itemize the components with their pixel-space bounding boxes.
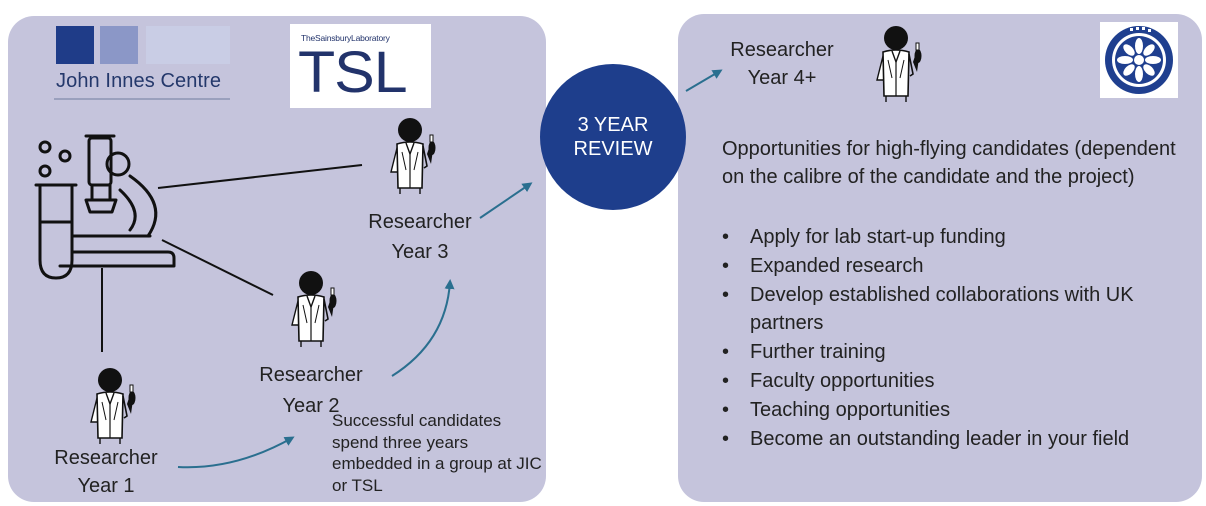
researcher-icon-year4 — [876, 25, 923, 103]
year4-role: Researcher — [730, 39, 834, 61]
year4-year: Year 4+ — [747, 67, 817, 89]
opportunity-item: Apply for lab start-up funding — [722, 223, 1202, 252]
researcher-icon-year3 — [390, 117, 437, 195]
opportunity-item: Develop established collaborations with … — [722, 281, 1202, 339]
connector-line-year3 — [157, 164, 363, 189]
year1-label: Researcher Year 1 — [36, 446, 176, 498]
year3-label: Researcher Year 3 — [350, 210, 490, 264]
tsl-small-text: TheSainsburyLaboratory — [301, 33, 390, 43]
arrow-year3-to-review — [479, 182, 533, 219]
microscope-icon — [34, 134, 176, 280]
cas-seal-icon — [1105, 26, 1173, 94]
arrow-year2-to-year3 — [391, 279, 455, 377]
cas-logo — [1100, 22, 1178, 98]
year4-label: Researcher Year 4+ — [712, 38, 852, 90]
year1-role: Researcher — [54, 447, 158, 469]
opportunity-item: Faculty opportunities — [722, 367, 1202, 396]
tsl-logo: TheSainsburyLaboratory TSL — [290, 24, 431, 108]
opportunity-item: Become an outstanding leader in your fie… — [722, 425, 1202, 454]
jic-name: John Innes Centre — [56, 70, 222, 92]
year3-role: Researcher — [368, 211, 472, 233]
embed-note: Successful candidates spend three years … — [332, 411, 542, 495]
year1-year: Year 1 — [77, 475, 135, 497]
review-line1: 3 YEAR — [577, 114, 649, 136]
opportunities-list: Apply for lab start-up funding Expanded … — [722, 223, 1202, 453]
review-line2: REVIEW — [573, 138, 653, 160]
year3-year: Year 3 — [391, 241, 449, 263]
opportunities-intro: Opportunities for high-flying candidates… — [722, 138, 1176, 188]
researcher-icon-year1 — [90, 367, 137, 445]
year2-year: Year 2 — [282, 395, 340, 417]
year2-role: Researcher — [259, 364, 363, 386]
arrow-year1-to-year2 — [177, 436, 295, 469]
jic-underline — [54, 98, 230, 100]
jic-square-light — [146, 26, 230, 64]
tsl-big-text: TSL — [298, 40, 408, 105]
year2-label: Researcher Year 2 — [241, 363, 381, 418]
jic-square-mid — [100, 26, 138, 64]
jic-logo: John Innes Centre — [54, 24, 230, 104]
connector-line-year2 — [161, 239, 274, 296]
opportunity-item: Further training — [722, 338, 1202, 367]
jic-square-dark — [56, 26, 94, 64]
arrow-review-to-year4 — [685, 69, 723, 92]
researcher-icon-year2 — [291, 270, 338, 348]
opportunity-item: Expanded research — [722, 252, 1202, 281]
opportunity-item: Teaching opportunities — [722, 396, 1202, 425]
review-circle: 3 YEAR REVIEW — [540, 64, 686, 210]
